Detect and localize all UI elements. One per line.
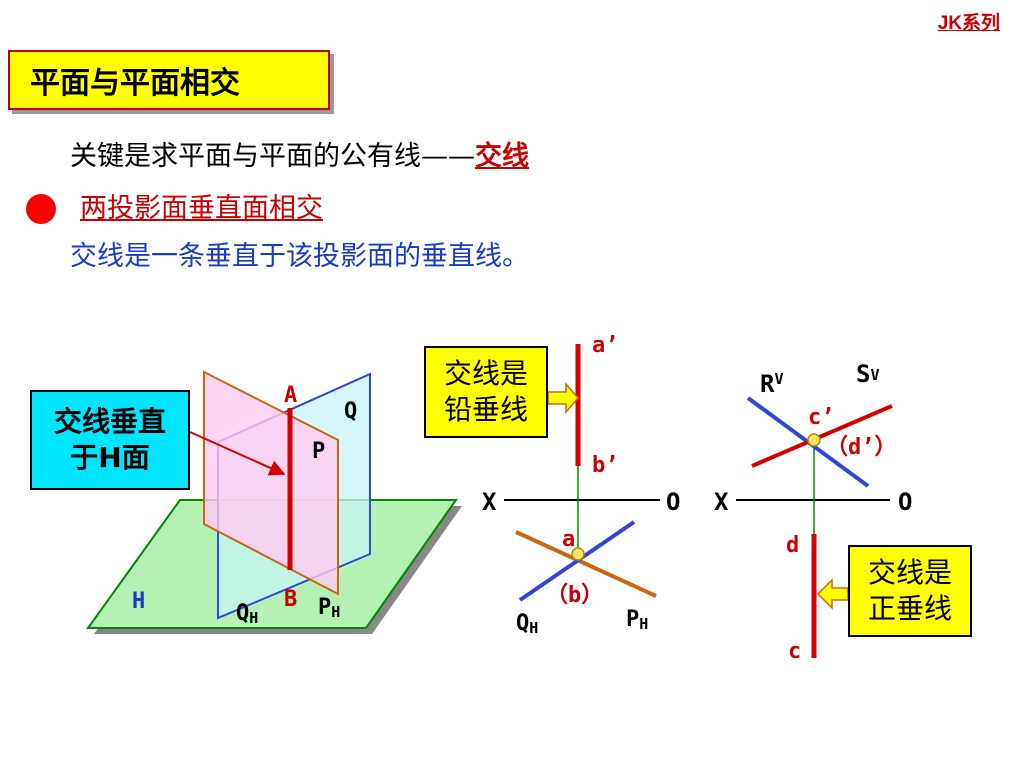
label-trace-qh: QH bbox=[236, 601, 258, 627]
label-trace-ph: PH bbox=[318, 595, 340, 621]
plane-p bbox=[203, 370, 339, 596]
label-plane-h: H bbox=[132, 589, 145, 614]
series-label: JK系列 bbox=[937, 13, 1000, 34]
pointer-arrow bbox=[189, 431, 286, 476]
label-mid-qh: QH bbox=[516, 611, 538, 637]
label-trace-rv: RV bbox=[760, 370, 783, 398]
label-point-d: d bbox=[786, 533, 799, 558]
label-right-x: X bbox=[714, 488, 729, 516]
label-mid-x: X bbox=[482, 488, 497, 516]
mid-trace-qh-line bbox=[518, 520, 636, 602]
label-c-prime: c’ bbox=[808, 405, 835, 430]
label-a-prime: a’ bbox=[592, 333, 619, 358]
label-d-prime: （d’） bbox=[826, 435, 897, 460]
right-trace-sv-line bbox=[751, 404, 893, 468]
label-trace-sv: SV bbox=[856, 360, 879, 388]
callout-v-arrow bbox=[547, 381, 579, 415]
topic-heading: 两投影面垂直面相交 bbox=[80, 193, 323, 224]
callout-f-line1: 交线是 bbox=[867, 556, 952, 589]
slide-title: 平面与平面相交 bbox=[8, 50, 330, 110]
key-sentence-text: 关键是求平面与平面的公有线—— bbox=[70, 141, 475, 172]
topic-description: 交线是一条垂直于该投影面的垂直线。 bbox=[70, 241, 529, 272]
callout-v-line2: 铅垂线 bbox=[443, 393, 528, 426]
bullet-dot-icon bbox=[26, 194, 56, 224]
callout-perpendicular-h: 交线垂直 于H面 bbox=[30, 390, 190, 490]
label-right-o: O bbox=[898, 488, 912, 516]
callout-h-line2: 于H面 bbox=[70, 441, 150, 474]
callout-vertical-line: 交线是 铅垂线 bbox=[424, 346, 548, 438]
label-plane-p: P bbox=[312, 439, 325, 464]
callout-v-line1: 交线是 bbox=[443, 357, 528, 390]
key-sentence: 关键是求平面与平面的公有线——交线 bbox=[70, 134, 529, 173]
callout-h-line1: 交线垂直 bbox=[53, 405, 166, 438]
label-point-c: c bbox=[788, 639, 801, 664]
callout-frontal-line: 交线是 正垂线 bbox=[848, 545, 972, 637]
label-plane-q: Q bbox=[344, 399, 357, 424]
label-b-prime: b’ bbox=[592, 453, 619, 478]
mid-point-ab bbox=[571, 547, 585, 561]
label-point-a: A bbox=[284, 383, 297, 408]
callout-f-line2: 正垂线 bbox=[867, 592, 952, 625]
label-point-b: B bbox=[284, 587, 297, 612]
label-point-b-h: （b） bbox=[546, 583, 603, 608]
label-mid-ph: PH bbox=[626, 607, 648, 633]
label-point-a-h: a bbox=[562, 527, 575, 552]
callout-f-arrow bbox=[816, 578, 849, 610]
key-highlight: 交线 bbox=[475, 141, 529, 172]
label-mid-o: O bbox=[666, 488, 680, 516]
mid-trace-ph-line bbox=[515, 530, 657, 598]
right-point-cd bbox=[807, 433, 821, 447]
